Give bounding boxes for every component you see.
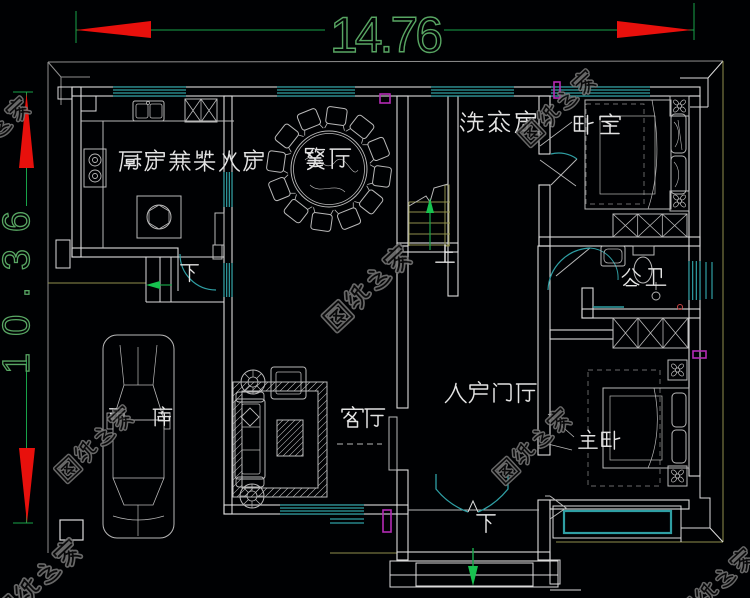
svg-text:14.76: 14.76: [330, 7, 441, 63]
svg-text:10.36: 10.36: [0, 194, 38, 374]
